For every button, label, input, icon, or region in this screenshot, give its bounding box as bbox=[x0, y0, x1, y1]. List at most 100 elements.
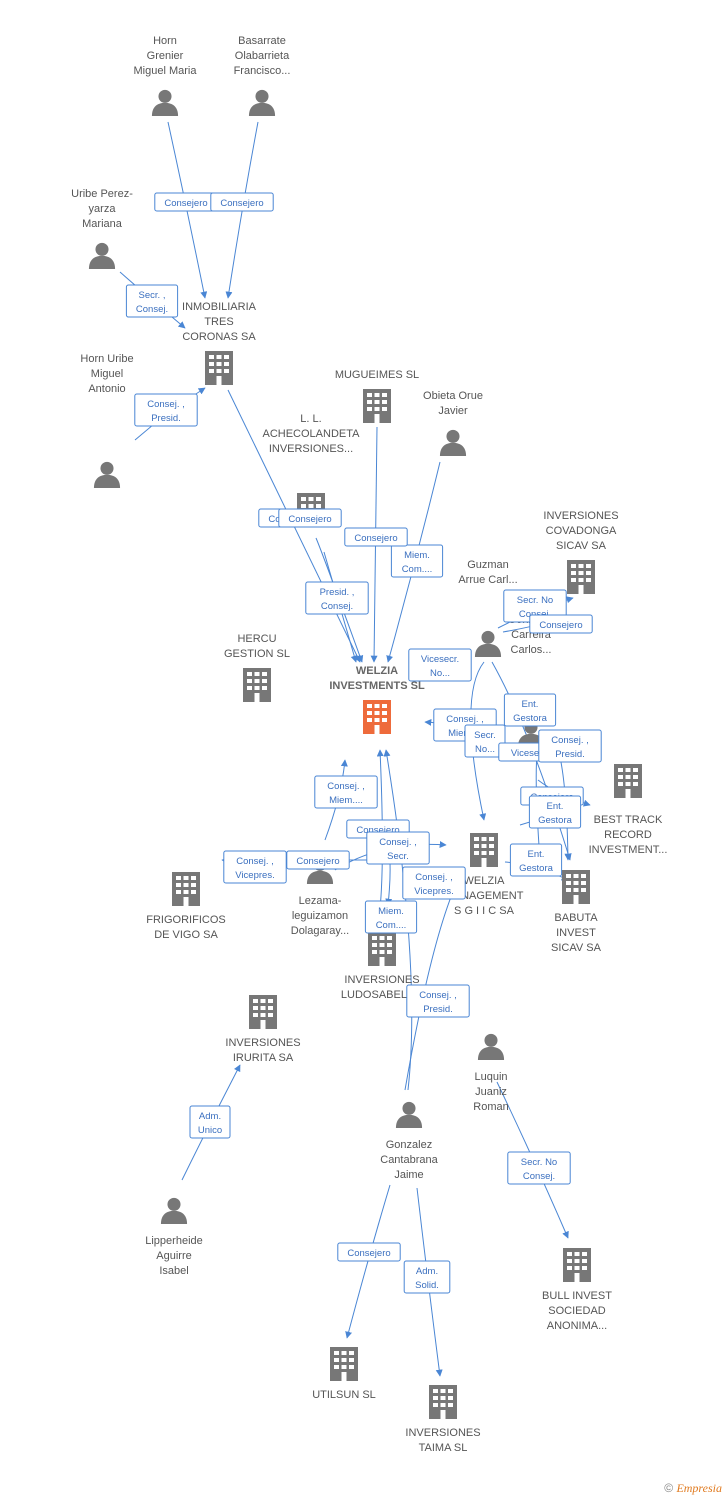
edge-label-box bbox=[503, 693, 557, 727]
edge-label-e28[interactable]: Consej. ,Presid. bbox=[406, 984, 470, 1018]
edge-label-box bbox=[509, 843, 563, 877]
person-icon bbox=[439, 429, 467, 456]
edge-label-text: Com.... bbox=[376, 920, 407, 931]
person-icon bbox=[248, 89, 276, 116]
edge-label-e8[interactable]: Presid. ,Consej. bbox=[305, 581, 369, 615]
edge-label-e13[interactable]: Ent.Gestora bbox=[503, 693, 557, 727]
edge-label-text: Vicepres. bbox=[235, 870, 274, 881]
edge-label-e3[interactable]: Secr. ,Consej. bbox=[125, 284, 179, 318]
edge-label-e31[interactable]: Consejero bbox=[337, 1242, 401, 1262]
node-label: INVEST bbox=[556, 927, 596, 939]
company-node-n24[interactable]: BULL INVESTSOCIEDADANONIMA... bbox=[542, 1248, 612, 1332]
edge-label-e7[interactable]: Miem.Com.... bbox=[390, 544, 444, 578]
node-label: BEST TRACK bbox=[594, 814, 663, 826]
edge-label-text: Consej. , bbox=[446, 714, 484, 725]
edge-label-box bbox=[223, 850, 287, 884]
company-node-n14[interactable]: BEST TRACK RECORD INVESTMENT... bbox=[589, 764, 668, 856]
edge-label-e23[interactable]: Consej. , Vicepres. bbox=[223, 850, 287, 884]
building-icon bbox=[567, 560, 595, 594]
node-label: SOCIEDAD bbox=[548, 1305, 606, 1317]
edge-label-text: Secr. , bbox=[139, 290, 166, 301]
person-node-n18[interactable]: Lezama-leguizamonDolagaray... bbox=[291, 857, 350, 937]
edge-label-e17[interactable]: Consej. ,Presid. bbox=[538, 729, 602, 763]
edge-label-e20[interactable]: Ent.Gestora bbox=[528, 795, 582, 829]
node-label: Juaniz bbox=[475, 1086, 507, 1098]
company-node-n25[interactable]: UTILSUN SL bbox=[312, 1347, 376, 1401]
edge-label-e18[interactable]: Consej. ,Miem.... bbox=[314, 775, 378, 809]
edge-label-e24[interactable]: Consejero bbox=[286, 850, 350, 870]
node-label: TAIMA SL bbox=[419, 1442, 468, 1454]
edge-label-e27[interactable]: Miem. Com.... bbox=[364, 900, 418, 934]
edge-label-e11[interactable]: Vicesecr.No... bbox=[408, 648, 472, 682]
node-label: L. L. bbox=[300, 413, 321, 425]
node-label: TRES bbox=[204, 316, 233, 328]
edge-label-e6[interactable]: Consejero bbox=[278, 508, 342, 528]
edge-label-e2[interactable]: Consejero bbox=[210, 192, 274, 212]
person-icon bbox=[93, 461, 121, 488]
edge-label-text: Consej. , bbox=[419, 990, 457, 1001]
node-label: Olabarrieta bbox=[235, 50, 290, 62]
edge-label-e1[interactable]: Consejero bbox=[154, 192, 218, 212]
node-label: Basarrate bbox=[238, 35, 286, 47]
company-node-n8[interactable]: L. L.ACHECOLANDETAINVERSIONES... bbox=[263, 413, 361, 527]
edge-label-e10[interactable]: Consejero bbox=[529, 614, 593, 634]
edge-label-e22[interactable]: Consej. ,Secr. bbox=[366, 831, 430, 865]
node-label: Uribe Perez- bbox=[71, 188, 133, 200]
node-label: INMOBILIARIA bbox=[182, 301, 257, 313]
edge-label-e29[interactable]: Adm.Unico bbox=[189, 1105, 231, 1139]
edge-label-text: Solid. bbox=[415, 1280, 439, 1291]
edge-label-e4[interactable]: Consej. ,Presid. bbox=[134, 393, 198, 427]
edge-label-box bbox=[189, 1105, 231, 1139]
building-icon bbox=[368, 932, 396, 966]
node-label: Horn bbox=[153, 35, 177, 47]
building-icon bbox=[330, 1347, 358, 1381]
edge-label-text: Secr. bbox=[474, 730, 496, 741]
node-label: Isabel bbox=[159, 1265, 188, 1277]
person-icon bbox=[88, 242, 116, 269]
edge-label-e15[interactable]: Secr.No... bbox=[464, 724, 506, 758]
node-label: ANONIMA... bbox=[547, 1320, 608, 1332]
edge-label-box bbox=[286, 850, 350, 870]
edge-label-e25[interactable]: Ent.Gestora bbox=[509, 843, 563, 877]
node-label: FRIGORIFICOS bbox=[146, 914, 225, 926]
edge-label-e12[interactable]: Consejero bbox=[344, 527, 408, 547]
edge-label-box bbox=[337, 1242, 401, 1262]
node-label: RECORD bbox=[604, 829, 652, 841]
node-label: yarza bbox=[89, 203, 117, 215]
edge-label-e26[interactable]: Consej. ,Vicepres. bbox=[402, 866, 466, 900]
edge-label-text: Miem. bbox=[378, 906, 404, 917]
brand-logo[interactable]: Empresia bbox=[676, 1481, 722, 1495]
node-label: SICAV SA bbox=[556, 540, 607, 552]
node-label: INVERSIONES bbox=[344, 974, 419, 986]
building-icon bbox=[562, 870, 590, 904]
node-label: leguizamon bbox=[292, 910, 348, 922]
node-label: INVESTMENT... bbox=[589, 844, 668, 856]
edge-label-text: Miem.... bbox=[329, 795, 363, 806]
person-node-n2[interactable]: BasarrateOlabarrietaFrancisco... bbox=[234, 35, 291, 116]
company-node-n6[interactable]: MUGUEIMES SL bbox=[335, 369, 419, 423]
node-label: Mariana bbox=[82, 218, 123, 230]
edge-label-text: Consej. , bbox=[236, 856, 274, 867]
person-node-n11[interactable]: GonzalezCarreiraCarlos... bbox=[508, 614, 554, 747]
edge-label-e32[interactable]: Adm.Solid. bbox=[403, 1260, 451, 1294]
edge-label-text: Gestora bbox=[513, 713, 548, 724]
